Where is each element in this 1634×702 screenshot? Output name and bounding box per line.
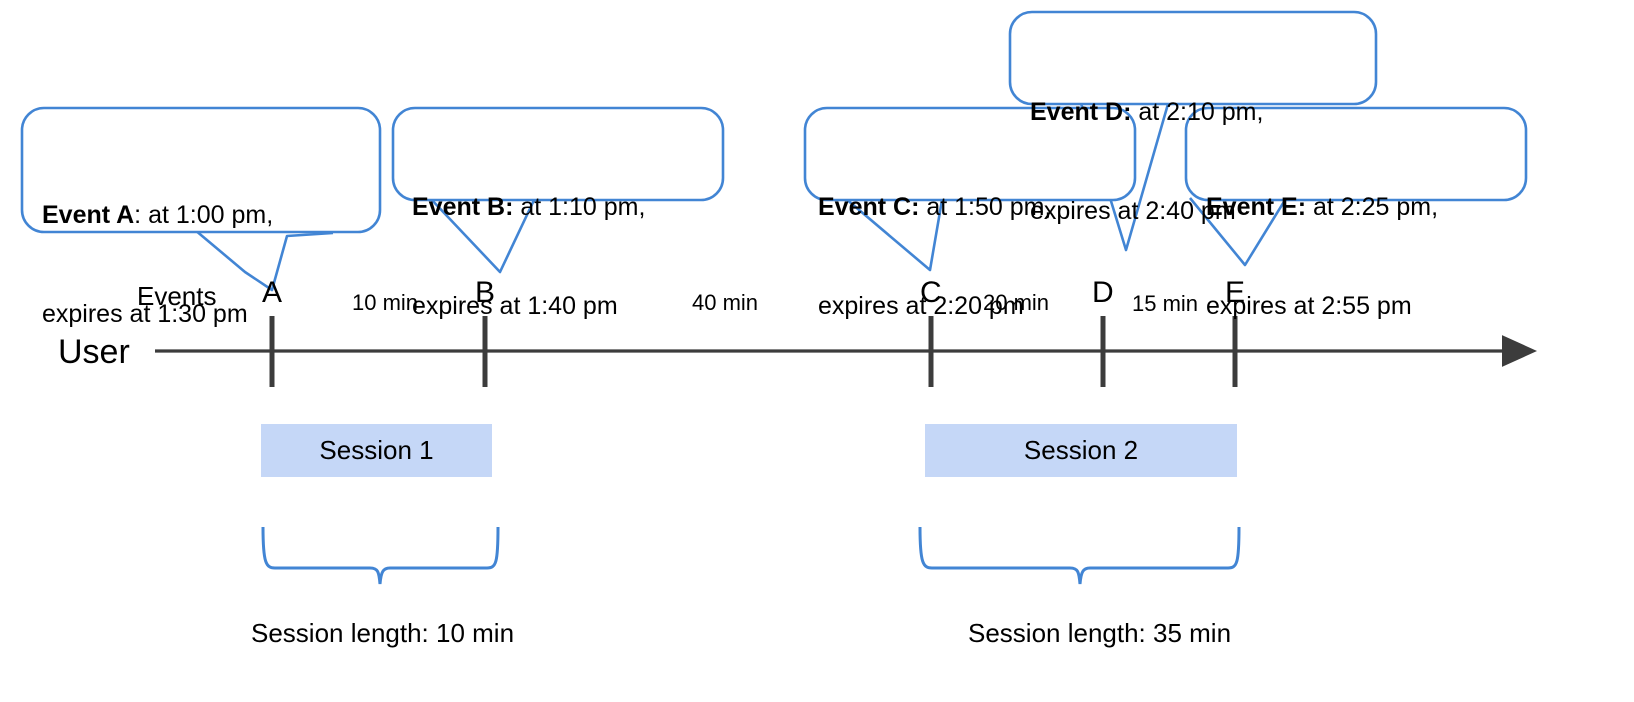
interval-label-ab: 10 min bbox=[352, 290, 419, 315]
interval-label-de: 15 min bbox=[1132, 291, 1199, 316]
callout-c-line2: expires at 2:20 pm bbox=[818, 292, 1024, 320]
callout-b-line1: at 1:10 pm, bbox=[520, 193, 646, 221]
callout-e-sep bbox=[1306, 193, 1313, 221]
callout-text-a: Event A: at 1:00 pm, expires at 1:30 pm bbox=[42, 133, 273, 397]
event-marker-label-c: C bbox=[920, 276, 942, 309]
callout-tail-e bbox=[1188, 197, 1287, 267]
session-bar-2: Session 2 bbox=[925, 424, 1237, 477]
callout-e-line1: at 2:25 pm, bbox=[1312, 193, 1439, 221]
callout-box-d bbox=[1008, 10, 1378, 106]
callout-c-line1: at 1:50 pm, bbox=[926, 193, 1052, 221]
callout-tail-a bbox=[194, 229, 334, 292]
callout-d-line1: at 2:10 pm, bbox=[1138, 98, 1264, 126]
session-bar-2-label: Session 2 bbox=[1023, 435, 1139, 465]
interval-label-bc: 40 min bbox=[692, 290, 759, 315]
callout-a-line1: at 1:00 pm, bbox=[148, 201, 274, 229]
callout-box-e bbox=[1184, 106, 1528, 202]
session-2-brace bbox=[918, 526, 1241, 585]
lane-label-user: User bbox=[58, 333, 130, 371]
event-marker-label-d: D bbox=[1092, 276, 1114, 309]
callout-e-strong: Event E: bbox=[1206, 193, 1307, 221]
callout-a-sep: : bbox=[134, 201, 149, 229]
callout-text-c: Event C: at 1:50 pm, expires at 2:20 pm bbox=[818, 125, 1051, 389]
interval-label-cd: 20 min bbox=[983, 290, 1050, 315]
callout-a-line2: expires at 1:30 pm bbox=[42, 300, 248, 328]
callout-text-b: Event B: at 1:10 pm, expires at 1:40 pm bbox=[412, 125, 645, 389]
session-bar-1-label: Session 1 bbox=[319, 435, 434, 465]
callout-tail-c bbox=[844, 197, 944, 272]
callout-b-strong: Event B: bbox=[412, 193, 514, 221]
callout-box-c bbox=[803, 106, 1137, 202]
event-marker-label-a: A bbox=[262, 276, 283, 309]
callout-d-strong: Event D: bbox=[1030, 98, 1132, 126]
callout-a-strong: Event A bbox=[42, 201, 135, 229]
callout-c-strong: Event C: bbox=[818, 193, 920, 221]
callout-text-d: Event D: at 2:10 pm, expires at 2:40 pm bbox=[1030, 30, 1263, 294]
callout-text-e: Event E: at 2:25 pm, expires at 2:55 pm bbox=[1206, 125, 1438, 389]
event-marker-label-b: B bbox=[475, 276, 496, 309]
session-2-length-label: Session length: 35 min bbox=[968, 618, 1232, 648]
callout-d-line2: expires at 2:40 pm bbox=[1030, 197, 1236, 225]
callout-e-line2: expires at 2:55 pm bbox=[1206, 292, 1412, 320]
callout-box-b bbox=[391, 106, 725, 202]
events-row-label: Events bbox=[137, 281, 217, 311]
event-marker-label-e: E bbox=[1225, 276, 1246, 309]
callout-box-a bbox=[20, 106, 382, 234]
session-1-length-label: Session length: 10 min bbox=[251, 618, 515, 648]
session-1-brace bbox=[261, 526, 500, 585]
callout-tail-b bbox=[429, 197, 537, 274]
callout-b-line2: expires at 1:40 pm bbox=[412, 292, 618, 320]
session-bar-1: Session 1 bbox=[261, 424, 492, 477]
